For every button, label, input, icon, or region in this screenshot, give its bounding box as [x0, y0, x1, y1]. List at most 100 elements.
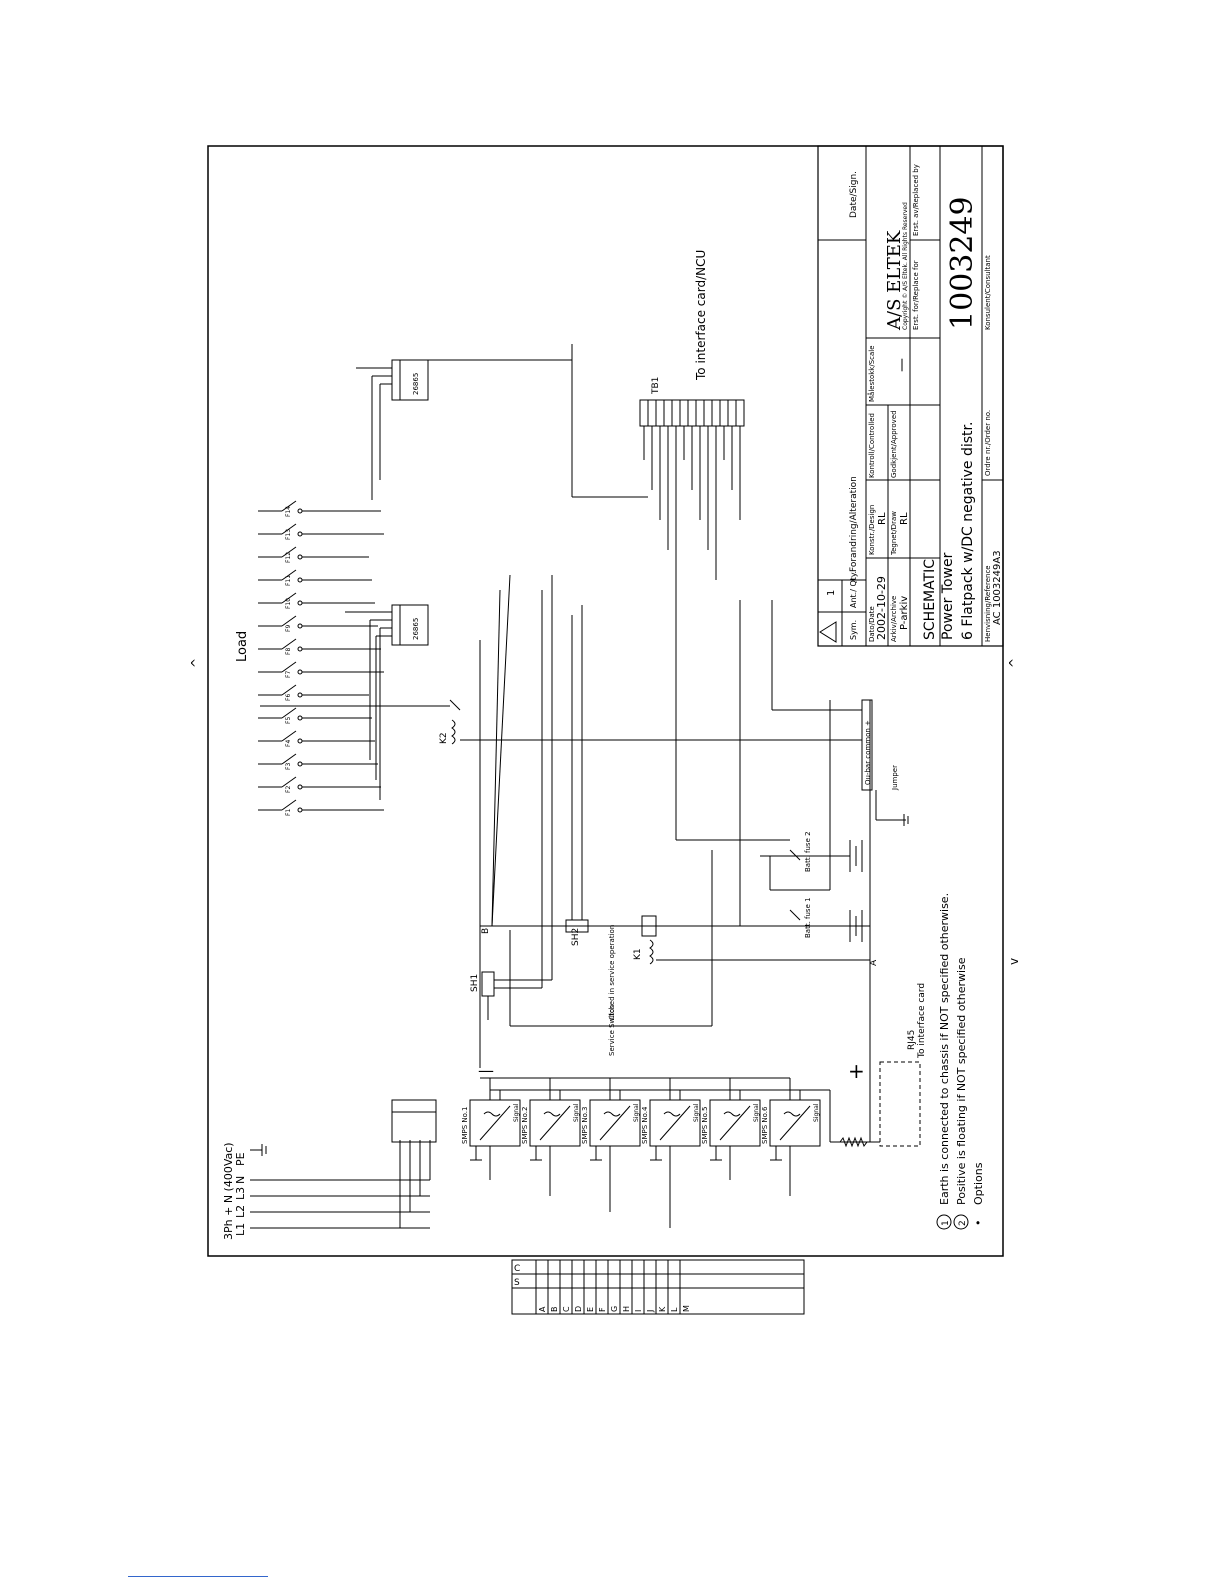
replaced-by-label: Erst. av/Replaced by: [912, 164, 920, 236]
drawing-number: 1003249: [945, 196, 980, 330]
scale-label: Målestokk/Scale: [867, 345, 876, 402]
date-sign-label: Date/Sign.: [849, 171, 859, 218]
load-breaker: F10: [258, 592, 375, 609]
load-breaker-label: F1: [285, 809, 292, 816]
draw-value: RL: [899, 512, 910, 525]
smps-signal-label: Signal: [513, 1103, 520, 1122]
smps-unit: SMPS No.1 Signal: [461, 1078, 521, 1180]
batt-fuse-2-label: Batt. fuse 2: [804, 831, 812, 872]
k1-contactor: [641, 915, 870, 965]
sym-label: Sym.: [849, 620, 858, 640]
scale-value: —: [894, 358, 910, 372]
load-breaker-label: F3: [285, 763, 292, 770]
load-breaker: F5: [258, 707, 372, 724]
rev-grid-row: C: [562, 1306, 571, 1312]
rev-number: 1: [826, 590, 837, 596]
module-1: [391, 604, 429, 646]
reference-value: AC 1003249A3: [992, 550, 1003, 625]
ant-label: Ant./ Qty.: [849, 571, 858, 608]
tb1-destination: To interface card/NCU: [694, 250, 708, 381]
note-3-num: •: [972, 1220, 985, 1227]
design-value: RL: [877, 512, 888, 525]
jumper-label: Jumper: [891, 765, 899, 791]
reference-label: Henvisning/Reference: [984, 565, 992, 642]
smps-signal-label: Signal: [633, 1103, 640, 1122]
rev-grid-row: M: [682, 1305, 691, 1312]
rj45-label: RJ45: [907, 1030, 917, 1050]
supply-title: 3Ph + N (400Vac): [222, 1142, 235, 1240]
ac-distribution-box: [391, 1099, 437, 1143]
smps-label: SMPS No.1: [461, 1107, 469, 1144]
smps-label: SMPS No.6: [761, 1106, 769, 1144]
service-note: Closed in service operation: [608, 925, 616, 1020]
sh2-shunt: [565, 605, 589, 933]
rev-grid-header-s: S: [514, 1278, 520, 1288]
load-label: Load: [235, 631, 250, 662]
smps-unit: SMPS No.3 Signal: [581, 1078, 641, 1212]
k2-contactor: [260, 699, 461, 745]
minus-sign: —: [478, 1061, 494, 1080]
rev-grid-row: I: [634, 1310, 643, 1312]
smps-unit: SMPS No.6 Signal: [761, 1078, 821, 1196]
footer-rule: [128, 1576, 268, 1577]
smps-label: SMPS No.2: [521, 1107, 529, 1144]
smps-label: SMPS No.4: [641, 1106, 649, 1144]
load-breaker-label: F7: [285, 671, 292, 678]
load-breaker: F13: [258, 523, 384, 540]
supply-l3: L3: [234, 1187, 247, 1200]
company-name: A/S ELTEK: [884, 230, 905, 331]
smps-signal-label: Signal: [753, 1103, 760, 1122]
rj45-connector: [838, 1061, 921, 1148]
note-2-text: Positive is floating if NOT specified ot…: [955, 957, 968, 1205]
controlled-label: Kontroll/Controlled: [868, 413, 876, 478]
smps-label: SMPS No.3: [581, 1107, 589, 1144]
load-breaker-label: F4: [285, 740, 292, 747]
title-line-2: Power Tower: [940, 552, 956, 640]
load-breaker-label: F2: [285, 786, 292, 793]
approved-label: Godkjent/Approved: [890, 410, 898, 478]
load-breaker: F4: [258, 730, 375, 747]
k1-label: K1: [633, 948, 643, 960]
note-1-text: Earth is connected to chassis if NOT spe…: [938, 893, 951, 1205]
tb1-label: TB1: [651, 377, 661, 395]
title-line-3: 6 Flatpack w/DC negative distr.: [960, 422, 976, 640]
rev-grid-row: D: [574, 1306, 583, 1312]
module-1-label: 26865: [412, 618, 420, 640]
node-b-label: B: [481, 928, 491, 934]
load-breaker: F9: [258, 615, 378, 632]
load-breaker: F7: [258, 661, 384, 678]
note-2-num: 2: [958, 1220, 968, 1226]
replace-for-label: Erst. for/Replace for: [912, 260, 920, 330]
archive-value: P-arkiv: [899, 596, 910, 630]
load-breaker-label: F6: [285, 694, 292, 701]
notes: [936, 1214, 969, 1230]
node-a-label: A: [869, 959, 879, 966]
load-breaker: F6: [258, 684, 369, 701]
load-breaker-label: F14: [285, 506, 292, 517]
k2-label: K2: [439, 732, 449, 744]
title-line-1: SCHEMATIC: [922, 559, 938, 640]
consultant-label: Konsulent/Consultant: [984, 255, 992, 330]
title-block: Date/Sign. 1 Sym. Ant./ Qty. Forandring/…: [817, 145, 1004, 647]
sh1-label: SH1: [470, 974, 480, 992]
load-breaker-label: F13: [285, 529, 292, 540]
arrow-bottom-left: v: [1007, 958, 1021, 965]
arrow-bottom: ^: [1007, 658, 1021, 668]
load-breaker: F8: [258, 638, 381, 655]
load-breaker-label: F12: [285, 552, 292, 563]
arrow-top: ^: [189, 658, 203, 668]
rev-grid-row: F: [598, 1307, 607, 1312]
ac-supply: [250, 1140, 431, 1229]
smps-signal-label: Signal: [813, 1103, 820, 1122]
alteration-label: Forandring/Alteration: [849, 476, 859, 572]
node-b-wiring: [480, 574, 870, 927]
rev-grid-row: J: [646, 1310, 655, 1313]
smps-label: SMPS No.5: [701, 1107, 709, 1144]
draw-label: Tegnet/Draw: [890, 511, 898, 556]
note-1-num: 1: [941, 1220, 951, 1226]
